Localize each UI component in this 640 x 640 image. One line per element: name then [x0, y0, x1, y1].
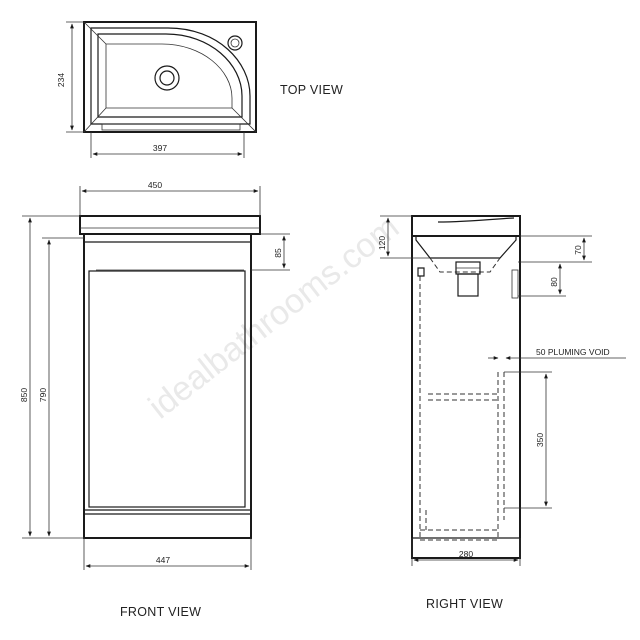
front-view-label: FRONT VIEW	[120, 605, 201, 619]
tap-hole-outer	[227, 35, 243, 51]
front-cabinet	[83, 233, 252, 539]
front-door	[88, 270, 246, 508]
top-outer-frame	[83, 21, 257, 133]
dim-void-height: 350	[535, 433, 545, 447]
side-basin-bowl	[415, 236, 517, 259]
dim-waste-b: 80	[549, 277, 559, 287]
tap-hole-inner	[230, 38, 240, 48]
front-basin	[79, 215, 261, 235]
side-basin-curve	[437, 217, 515, 223]
basin-rim	[97, 33, 243, 118]
drain-inner	[159, 70, 175, 86]
dim-basin-height: 85	[273, 248, 283, 258]
top-view: 234 397 TOP VIEW	[56, 21, 343, 158]
waste-trap	[457, 273, 479, 297]
dim-top-depth: 234	[56, 73, 66, 87]
top-view-label: TOP VIEW	[280, 83, 343, 97]
dim-overall-height: 850	[19, 388, 29, 402]
right-view-label: RIGHT VIEW	[426, 597, 503, 611]
dim-cabinet-height: 790	[38, 388, 48, 402]
drain-outer	[154, 65, 180, 91]
dim-overall-width: 450	[148, 180, 162, 190]
dim-side-basin-height: 120	[377, 236, 387, 250]
right-view: 120 70 80 50 PLUMING VOID 350 280 RIGHT …	[377, 215, 626, 611]
basin-bowl	[105, 43, 233, 109]
side-cabinet	[411, 235, 521, 559]
dim-side-depth: 280	[459, 549, 473, 559]
watermark: idealbathrooms.com	[142, 208, 407, 426]
dim-base-width: 447	[156, 555, 170, 565]
dim-void-label: 50 PLUMING VOID	[536, 347, 610, 357]
front-view: 450 850 790 85 447 FRONT VIEW	[19, 180, 290, 619]
dim-top-width: 397	[153, 143, 167, 153]
top-inner-frame	[90, 27, 251, 125]
dim-waste-a: 70	[573, 245, 583, 255]
